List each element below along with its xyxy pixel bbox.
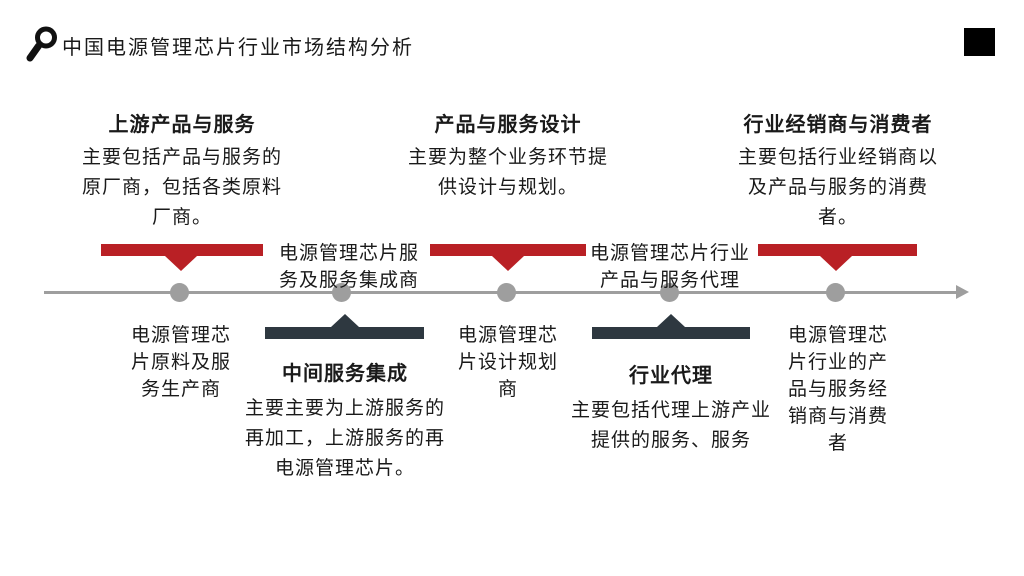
dark-marker-bar-1: [265, 314, 424, 339]
corner-square-decoration: [964, 28, 995, 56]
timeline-node-5: [826, 283, 845, 302]
label-line: 电源管理芯片服: [278, 243, 419, 264]
label-line: 片行业的产: [787, 352, 888, 373]
stage-design: 产品与服务设计 主要为整个业务环节提 供设计与规划。: [388, 108, 628, 203]
stage-upstream-desc: 主要包括产品与服务的 原厂商，包括各类原料 厂商。: [62, 143, 302, 233]
red-marker-bar-2: [430, 244, 586, 271]
desc-line: 供设计与规划。: [437, 177, 578, 198]
desc-line: 及产品与服务的消费: [747, 177, 928, 198]
stage-intermediate-integration-title: 中间服务集成: [282, 363, 408, 385]
page-title: 中国电源管理芯片行业市场结构分析: [62, 37, 414, 59]
label-line: 电源管理芯: [130, 325, 231, 346]
desc-line: 厂商。: [151, 207, 212, 228]
stage-industry-agent-desc: 主要包括代理上游产业 提供的服务、服务: [546, 396, 796, 456]
label-raw-material-producer: 电源管理芯 片原料及服 务生产商: [125, 322, 237, 403]
desc-line: 主要包括产品与服务的: [81, 147, 282, 168]
label-line: 电源管理芯: [457, 325, 558, 346]
label-line: 电源管理芯: [787, 325, 888, 346]
label-line: 片原料及服: [130, 352, 231, 373]
magnifier-icon: [26, 26, 57, 62]
red-marker-bar-1: [101, 244, 263, 271]
desc-line: 者。: [817, 207, 858, 228]
desc-line: 主要包括代理上游产业: [570, 400, 771, 421]
label-dealer-consumer: 电源管理芯 片行业的产 品与服务经 销商与消费 者: [782, 322, 894, 457]
label-line: 品与服务经: [787, 379, 888, 400]
up-arrow-icon: [657, 314, 685, 327]
timeline-node-3: [497, 283, 516, 302]
stage-industry-agent-title: 行业代理: [629, 365, 713, 387]
timeline-node-1: [170, 283, 189, 302]
stage-intermediate-integration: 中间服务集成 主要主要为上游服务的 再加工，上游服务的再 电源管理芯片。: [220, 357, 470, 484]
label-design-planner: 电源管理芯 片设计规划 商: [452, 322, 564, 403]
label-line: 商: [497, 379, 518, 400]
stage-industry-agent: 行业代理 主要包括代理上游产业 提供的服务、服务: [546, 359, 796, 456]
down-arrow-icon: [492, 256, 524, 271]
label-line: 者: [827, 433, 848, 454]
desc-line: 提供的服务、服务: [590, 430, 751, 451]
desc-line: 主要为整个业务环节提: [407, 147, 608, 168]
label-line: 片设计规划: [457, 352, 558, 373]
desc-line: 主要包括行业经销商以: [737, 147, 938, 168]
red-marker-bar-3: [758, 244, 917, 271]
down-arrow-icon: [165, 256, 197, 271]
label-service-integrator: 电源管理芯片服 务及服务集成商: [264, 240, 434, 294]
label-line: 务及服务集成商: [278, 270, 419, 291]
stage-upstream-title: 上游产品与服务: [108, 114, 256, 136]
label-line: 务生产商: [140, 379, 221, 400]
desc-line: 再加工，上游服务的再: [244, 428, 445, 449]
stage-dealers-consumers-title: 行业经销商与消费者: [743, 114, 933, 136]
timeline-arrowhead-icon: [956, 285, 969, 299]
stage-dealers-consumers: 行业经销商与消费者 主要包括行业经销商以 及产品与服务的消费 者。: [718, 108, 958, 233]
down-arrow-icon: [820, 256, 852, 271]
stage-design-title: 产品与服务设计: [434, 114, 582, 136]
timeline-node-2: [332, 283, 351, 302]
timeline-node-4: [660, 283, 679, 302]
dark-marker-bar-2: [592, 314, 750, 339]
label-line: 产品与服务代理: [599, 270, 740, 291]
stage-dealers-consumers-desc: 主要包括行业经销商以 及产品与服务的消费 者。: [718, 143, 958, 233]
stage-upstream: 上游产品与服务 主要包括产品与服务的 原厂商，包括各类原料 厂商。: [62, 108, 302, 233]
label-line: 销商与消费: [787, 406, 888, 427]
stage-design-desc: 主要为整个业务环节提 供设计与规划。: [388, 143, 628, 203]
desc-line: 电源管理芯片。: [274, 458, 415, 479]
label-line: 电源管理芯片行业: [589, 243, 750, 264]
label-industry-agent-products: 电源管理芯片行业 产品与服务代理: [585, 240, 755, 294]
desc-line: 主要主要为上游服务的: [244, 398, 445, 419]
stage-intermediate-integration-desc: 主要主要为上游服务的 再加工，上游服务的再 电源管理芯片。: [220, 394, 470, 484]
desc-line: 原厂商，包括各类原料: [81, 177, 282, 198]
up-arrow-icon: [331, 314, 359, 327]
